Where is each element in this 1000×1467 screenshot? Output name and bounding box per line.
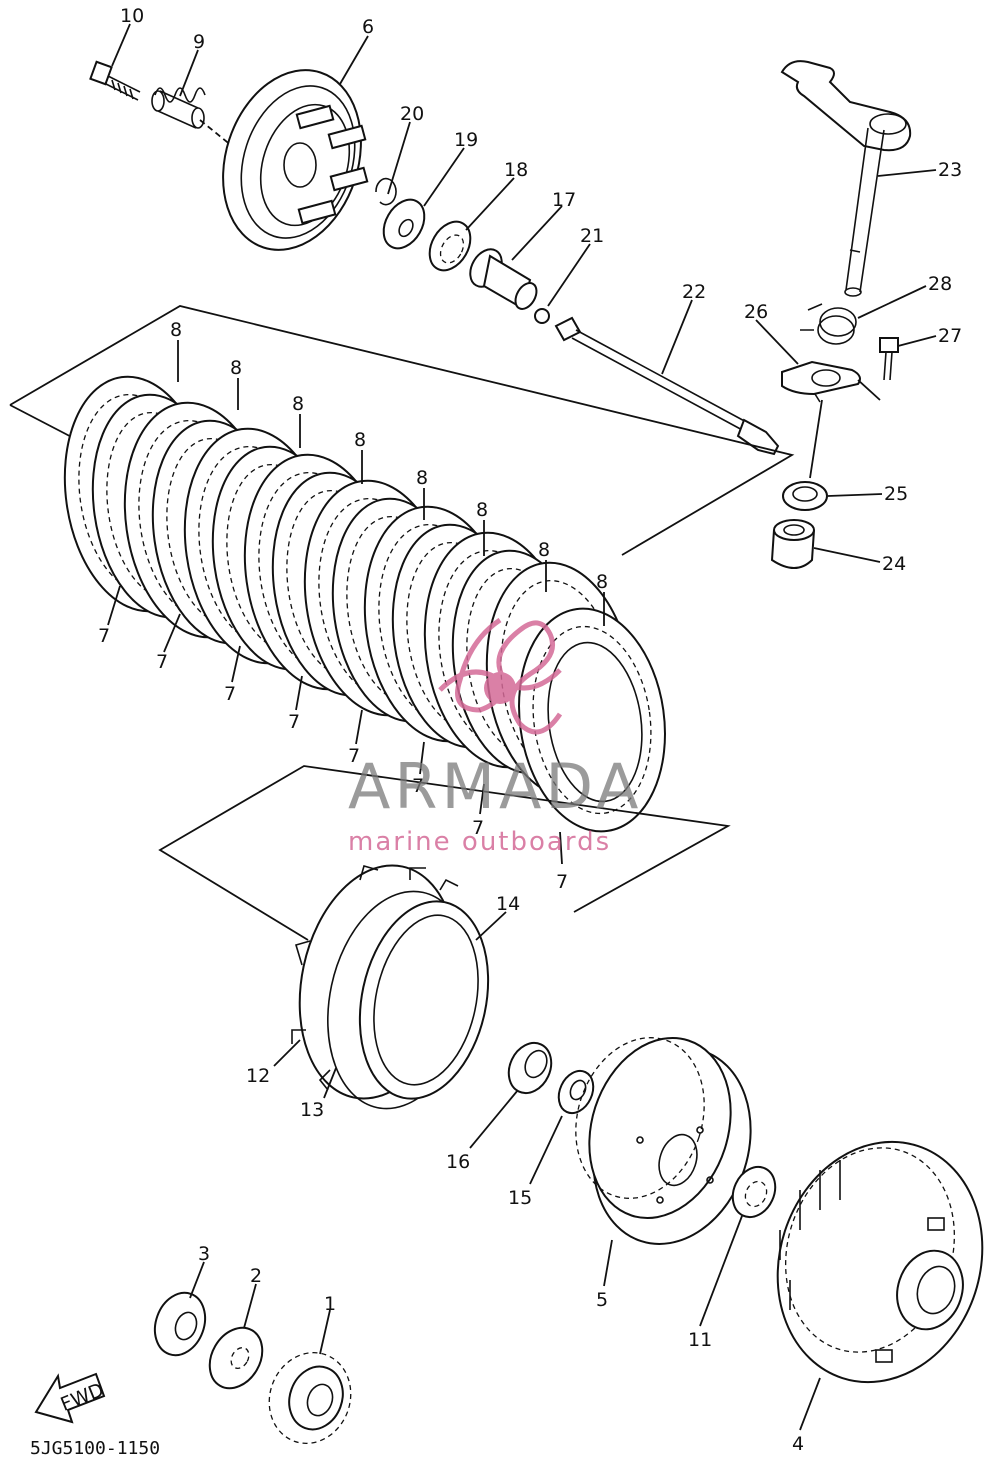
part-9-spring (151, 87, 206, 129)
callout-7-a: 7 (98, 625, 110, 647)
callout-24: 24 (882, 553, 906, 575)
watermark-title: ARMADA (348, 750, 642, 823)
callout-18: 18 (504, 159, 528, 181)
callout-10: 10 (120, 5, 144, 27)
part-16-nut (507, 1041, 553, 1095)
callout-8-e: 8 (416, 467, 428, 489)
callout-11: 11 (688, 1329, 712, 1351)
part-1-gear (268, 1352, 352, 1444)
callout-leaders (111, 23, 937, 1431)
watermark-subtitle: marine outboards (348, 827, 611, 857)
part-5-clutch-boss (575, 1037, 752, 1245)
callout-7-c: 7 (224, 683, 236, 705)
callout-labels: 10 9 6 20 19 18 17 21 22 23 28 26 27 25 … (98, 5, 962, 1455)
callout-1: 1 (324, 1293, 336, 1315)
part-24-bushing (770, 519, 815, 569)
watermark: ARMADA marine outboards (348, 617, 642, 857)
callout-13: 13 (300, 1099, 324, 1121)
callout-9: 9 (193, 31, 205, 53)
callout-8-c: 8 (292, 393, 304, 415)
callout-2: 2 (250, 1265, 262, 1287)
part-18-bearing (428, 220, 472, 272)
callout-8-b: 8 (230, 357, 242, 379)
callout-23: 23 (938, 159, 962, 181)
part-4-primary-driven-gear (776, 1140, 984, 1384)
fwd-arrow-icon: FWD (34, 1372, 107, 1424)
part-21-ball (534, 308, 550, 324)
part-27-bolt (879, 337, 899, 381)
callout-28: 28 (928, 273, 952, 295)
callout-26: 26 (744, 301, 768, 323)
boss-frame (158, 765, 731, 941)
part-11-thrust-washer (731, 1165, 777, 1219)
leaders-8 (177, 340, 605, 626)
callout-8-a: 8 (170, 319, 182, 341)
part-22-push-rod-long (554, 316, 780, 456)
diagram-code: 5JG5100-1150 (30, 1438, 160, 1459)
watermark-logo-icon (438, 617, 563, 735)
part-10-bolt (89, 60, 141, 101)
callout-16: 16 (446, 1151, 470, 1173)
callout-6: 6 (362, 16, 374, 38)
part-15-lock-washer (557, 1069, 595, 1115)
leaders-7 (107, 585, 563, 865)
plate-pair-8 (485, 561, 666, 833)
part-19-washer (382, 198, 426, 250)
callout-15: 15 (508, 1187, 532, 1209)
part-2-washer (208, 1326, 264, 1390)
callout-7-b: 7 (156, 651, 168, 673)
plate-stack (63, 375, 666, 833)
part-23-release-shaft (780, 60, 912, 297)
callout-8-g: 8 (538, 539, 550, 561)
callout-17: 17 (552, 189, 576, 211)
callout-7-g: 7 (472, 817, 484, 839)
part-6-pressure-plate (222, 69, 369, 251)
callout-27: 27 (938, 325, 962, 347)
callout-7-e: 7 (348, 745, 360, 767)
part-26-lever (781, 360, 861, 403)
callout-8-f: 8 (476, 499, 488, 521)
callout-8-h: 8 (596, 571, 608, 593)
callout-4: 4 (792, 1433, 804, 1455)
callout-12: 12 (246, 1065, 270, 1087)
part-14-plate (358, 900, 490, 1100)
callout-14: 14 (496, 893, 520, 915)
callout-19: 19 (454, 129, 478, 151)
callout-22: 22 (682, 281, 706, 303)
callout-7-h: 7 (556, 871, 568, 893)
part-20-circlip (375, 177, 397, 206)
callout-8-d: 8 (354, 429, 366, 451)
callout-21: 21 (580, 225, 604, 247)
callout-20: 20 (400, 103, 424, 125)
part-17-push-rod (469, 248, 538, 310)
part-3-nut (153, 1291, 207, 1357)
callout-3: 3 (198, 1243, 210, 1265)
callout-5: 5 (596, 1289, 608, 1311)
part-28-spring (800, 303, 857, 345)
callout-7-f: 7 (412, 775, 424, 797)
callout-25: 25 (884, 483, 908, 505)
callout-7-d: 7 (288, 711, 300, 733)
part-25-oil-seal (782, 481, 828, 511)
